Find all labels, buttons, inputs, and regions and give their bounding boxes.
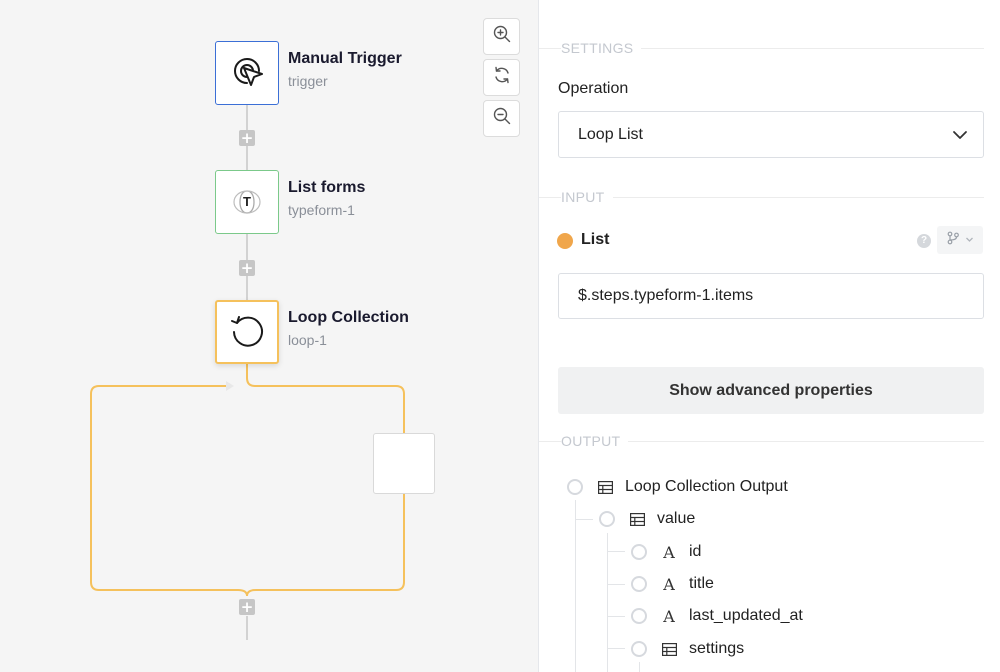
table-icon — [595, 477, 615, 497]
tree-item-label: last_updated_at — [689, 607, 803, 624]
help-icon[interactable]: ? — [917, 234, 931, 248]
output-tree-item[interactable]: A last_updated_at — [631, 604, 803, 628]
select-radio[interactable] — [631, 608, 647, 624]
output-tree-item[interactable]: Loop Collection Output — [567, 475, 788, 499]
add-step-button[interactable]: + — [239, 598, 255, 616]
cursor-click-icon — [228, 52, 266, 95]
output-tree-item[interactable]: value — [599, 507, 695, 531]
node-list-forms[interactable]: T — [215, 170, 279, 234]
select-radio[interactable] — [631, 576, 647, 592]
node-subtitle: typeform-1 — [288, 202, 355, 218]
operation-label: Operation — [558, 80, 629, 97]
divider — [539, 48, 984, 49]
branch-icon — [947, 231, 959, 250]
required-dot-icon — [557, 233, 573, 249]
select-radio[interactable] — [631, 641, 647, 657]
zoom-in-icon — [493, 25, 511, 48]
table-icon — [659, 639, 679, 659]
divider — [539, 197, 984, 198]
divider — [539, 441, 984, 442]
step-settings-panel: SETTINGS Operation Loop List INPUT List … — [538, 0, 1000, 672]
output-tree-item[interactable]: A title — [631, 572, 714, 596]
text-type-icon: A — [663, 606, 675, 626]
typeform-icon: T — [232, 187, 262, 217]
operation-select[interactable]: Loop List — [558, 111, 984, 158]
output-tree-item[interactable]: settings — [631, 637, 744, 661]
reset-view-button[interactable] — [483, 59, 520, 96]
text-type-icon: A — [663, 542, 675, 562]
node-subtitle: loop-1 — [288, 332, 327, 348]
zoom-out-icon — [493, 107, 511, 130]
select-radio[interactable] — [599, 511, 615, 527]
section-label-input: INPUT — [561, 189, 613, 205]
add-step-button[interactable]: + — [239, 259, 255, 277]
table-icon — [627, 509, 647, 529]
node-subtitle: trigger — [288, 73, 328, 89]
tree-item-label: Loop Collection Output — [625, 478, 788, 495]
show-advanced-properties-button[interactable]: Show advanced properties — [558, 367, 984, 414]
zoom-in-button[interactable] — [483, 18, 520, 55]
list-expression-field[interactable] — [558, 273, 984, 319]
tree-item-label: title — [689, 575, 714, 592]
text-type-icon: A — [663, 574, 675, 594]
list-expression-input[interactable] — [559, 274, 983, 318]
branch-mode-button[interactable] — [937, 226, 983, 254]
tree-item-label: settings — [689, 640, 745, 657]
add-step-button[interactable]: + — [239, 129, 255, 147]
tree-item-label: value — [657, 510, 696, 527]
section-label-settings: SETTINGS — [561, 40, 642, 56]
operation-value: Loop List — [578, 126, 643, 143]
workflow-canvas[interactable]: Manual Trigger trigger + T List forms ty… — [0, 0, 538, 672]
loop-step-placeholder[interactable] — [373, 433, 435, 494]
output-tree-item[interactable]: A id — [631, 540, 701, 564]
node-manual-trigger[interactable] — [215, 41, 279, 105]
node-title: List forms — [288, 179, 366, 196]
reset-view-icon — [493, 66, 511, 89]
loop-frame — [90, 364, 405, 597]
select-radio[interactable] — [631, 544, 647, 560]
list-field-label: List — [581, 231, 610, 248]
node-loop-collection[interactable] — [215, 300, 279, 364]
node-title: Manual Trigger — [288, 50, 402, 67]
chevron-down-icon — [965, 231, 974, 249]
zoom-out-button[interactable] — [483, 100, 520, 137]
select-radio[interactable] — [567, 479, 583, 495]
section-label-output: OUTPUT — [561, 433, 629, 449]
chevron-down-icon — [951, 126, 969, 149]
loop-icon — [228, 311, 266, 354]
node-title: Loop Collection — [288, 309, 409, 326]
tree-item-label: id — [689, 543, 702, 560]
